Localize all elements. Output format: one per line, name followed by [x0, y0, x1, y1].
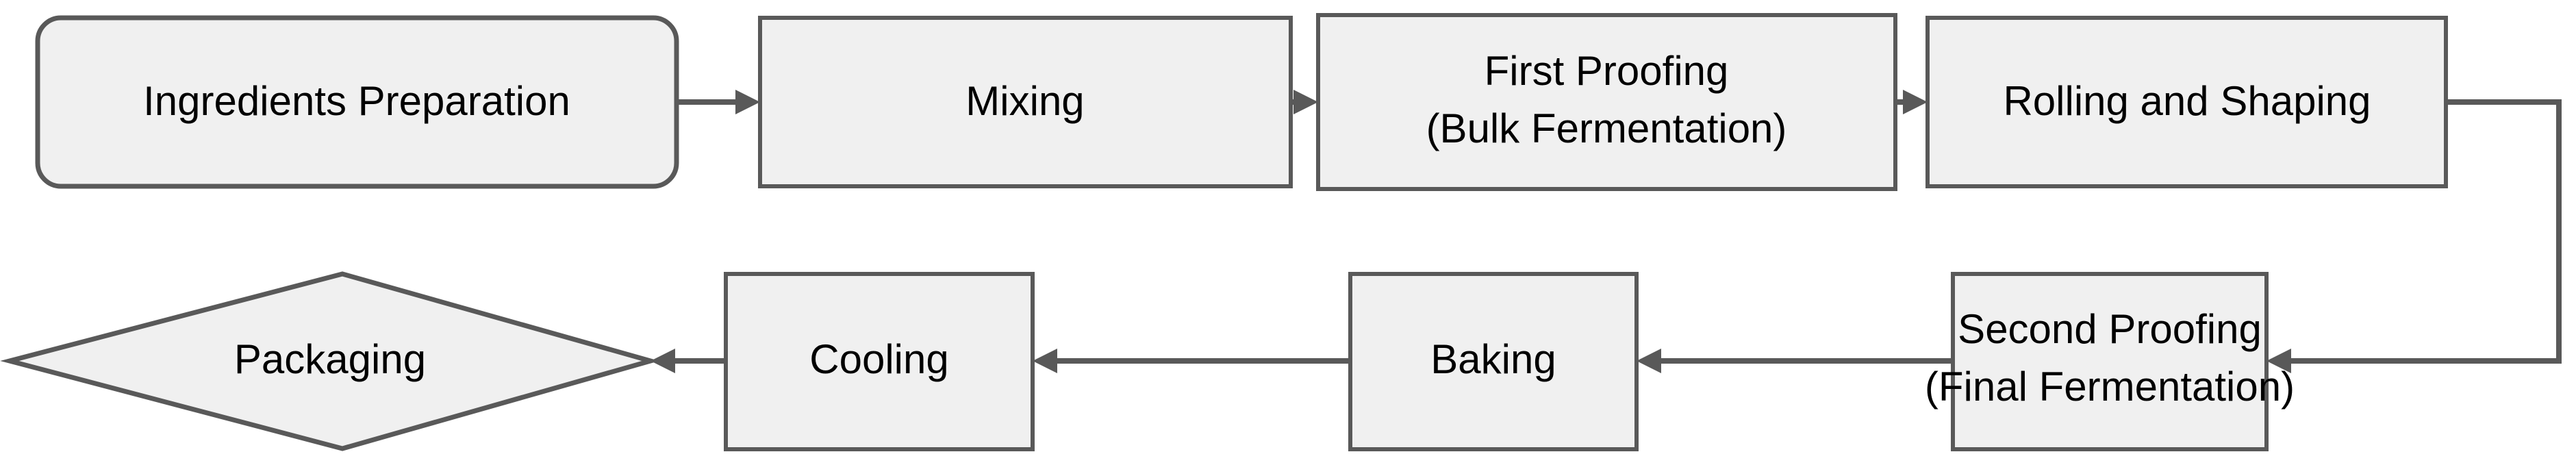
node-ingredients-preparation-label: Ingredients Preparation: [143, 78, 570, 124]
edge-cooling-to-packaging: [651, 349, 726, 373]
node-baking[interactable]: Baking: [1348, 272, 1639, 451]
node-first-proofing-shape[interactable]: [1316, 13, 1897, 191]
node-ingredients-preparation-shape[interactable]: [35, 15, 679, 189]
node-first-proofing-label-line2: (Bulk Fermentation): [1426, 105, 1787, 151]
node-second-proofing-shape[interactable]: [1951, 272, 2269, 451]
node-mixing[interactable]: Mixing: [758, 16, 1293, 188]
edge-rolling-to-second-proofing: [2266, 99, 2562, 373]
node-baking-label: Baking: [1430, 336, 1556, 382]
node-first-proofing-label-line1: First Proofing: [1485, 48, 1729, 94]
node-mixing-shape[interactable]: [758, 16, 1293, 188]
node-second-proofing-label-line1: Second Proofing: [1958, 306, 2262, 352]
node-baking-shape[interactable]: [1348, 272, 1639, 451]
edge-second-proofing-to-baking: [1637, 349, 1953, 373]
edge-first-proofing-to-rolling: [1895, 90, 1928, 114]
node-second-proofing-label-line2: (Final Fermentation): [1925, 364, 2295, 410]
node-first-proofing[interactable]: First Proofing (Bulk Fermentation): [1316, 13, 1897, 191]
node-rolling-and-shaping[interactable]: Rolling and Shaping: [1925, 16, 2448, 188]
node-rolling-and-shaping-shape[interactable]: [1925, 16, 2448, 188]
node-packaging-shape[interactable]: [0, 271, 659, 451]
node-second-proofing[interactable]: Second Proofing (Final Fermentation): [1925, 272, 2295, 451]
edge-ingredients-to-mixing: [677, 90, 760, 114]
node-cooling[interactable]: Cooling: [724, 272, 1035, 451]
node-cooling-shape[interactable]: [724, 272, 1035, 451]
edge-mixing-to-first-proofing: [1291, 90, 1318, 114]
node-rolling-and-shaping-label: Rolling and Shaping: [2003, 78, 2371, 124]
node-packaging-label: Packaging: [234, 336, 426, 382]
edge-baking-to-cooling: [1033, 349, 1350, 373]
node-ingredients-preparation[interactable]: Ingredients Preparation: [35, 15, 679, 189]
node-packaging[interactable]: Packaging: [0, 271, 659, 451]
node-mixing-label: Mixing: [965, 78, 1084, 124]
node-cooling-label: Cooling: [809, 336, 948, 382]
